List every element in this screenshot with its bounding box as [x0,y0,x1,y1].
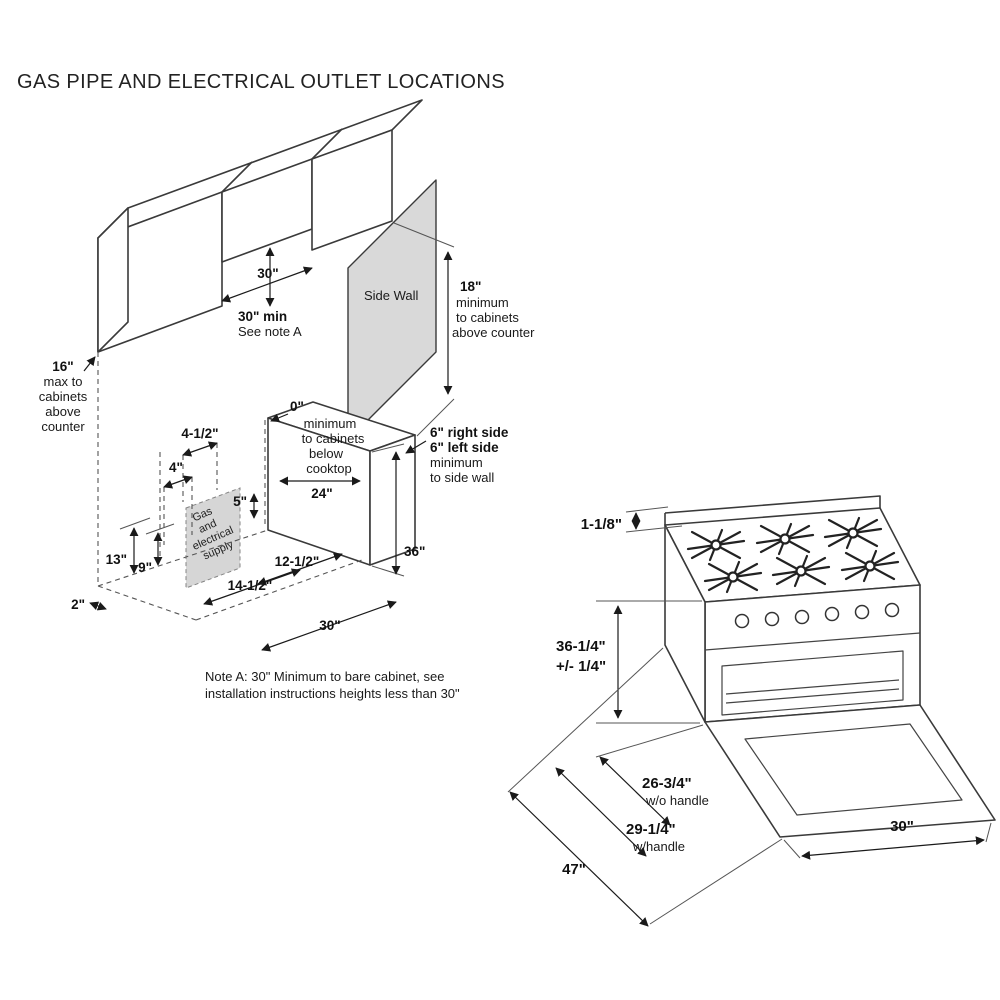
tick-9 [145,523,175,535]
side-wall-panel [347,179,437,441]
dim-line-30-door [801,836,985,860]
dim-29-14-label: 29-1/4" [626,821,676,838]
dim-0-text2: to cabinets [302,431,365,446]
control-knob [794,609,810,625]
dim-24-label: 24" [311,486,332,501]
note-a-line2: installation instructions heights less t… [205,686,460,701]
cabinet-dimensions: 30" 30" min See note A 16" max to cabine… [39,222,535,652]
ext-line-18-bottom [416,398,455,437]
control-knob [734,613,750,629]
dim-18-label: 18" [460,279,481,294]
dim-line-4-5 [182,441,218,457]
dim-26-34-note: w/o handle [645,793,709,808]
dim-line-4 [163,475,193,489]
oven-rack [725,679,900,695]
upper-cabinet-left-end [97,207,129,353]
tick-1-18-top [625,506,669,513]
dim-18-text3: above counter [452,325,535,340]
dim-47-label: 47" [562,861,586,878]
dim-18-text1: minimum [456,295,509,310]
ext-back-plane [507,647,664,793]
dim-30-top-label: 30" [257,266,278,281]
dim-26-34-label: 26-3/4" [642,775,692,792]
dim-line-2 [89,601,107,611]
ext-line-18-top [393,222,455,248]
tick-36-bottom [371,565,405,577]
tick-13 [119,517,151,530]
dim-16-text4: counter [41,419,85,434]
dim-6-text1: minimum [430,455,483,470]
dim-2-label: 2" [71,597,85,612]
dashed-floor-left-edge [97,585,197,621]
control-knob [764,611,780,627]
oven-door-open [704,704,996,838]
backguard [664,495,881,514]
dim-1-18-label: 1-1/8" [581,516,622,533]
side-wall-label: Side Wall [364,288,419,303]
range-dimensions: 1-1/8" 36-1/4" +/- 1/4" 26-3/4" w/o hand… [507,506,992,927]
dim-6-text2: to side wall [430,470,494,485]
oven-door-window [744,723,963,816]
dim-0-text4: cooktop [306,461,352,476]
control-knob [854,604,870,620]
range-body [664,495,996,838]
tick-1-18-bottom [625,525,683,533]
control-knob [884,602,900,618]
tick-30-left [783,839,801,859]
control-knobs [734,602,900,629]
dim-4-5-label: 4-1/2" [181,426,218,441]
dim-line-14-5 [203,568,301,606]
dim-12-5-label: 12-1/2" [275,554,320,569]
dim-0-text3: below [309,446,344,461]
dim-36-label: 36" [404,544,425,559]
dim-14-5-label: 14-1/2" [228,578,273,593]
dim-9-label: 9" [138,560,152,575]
dim-30-min-label: 30" min [238,309,287,324]
ext-door-edge [649,838,783,925]
page-title: GAS PIPE AND ELECTRICAL OUTLET LOCATIONS [17,71,505,93]
dim-13-label: 13" [106,552,127,567]
dim-18-text2: to cabinets [456,310,519,325]
upper-cabinets [97,99,423,353]
arrow-6-side [405,440,427,454]
dim-16-text2: cabinets [39,389,88,404]
dim-4-label: 4" [169,460,183,475]
dim-36-14-tolerance: +/- 1/4" [556,658,606,675]
dim-16-text1: max to [43,374,82,389]
control-panel-divider [704,632,921,651]
dim-30-door-label: 30" [890,818,914,835]
tick-36-top [371,443,405,453]
note-a-line1: Note A: 30" Minimum to bare cabinet, see [205,669,444,684]
dim-line-47 [509,791,649,927]
oven-opening [721,650,904,716]
dim-line-30-floor [261,600,397,652]
dim-16-label: 16" [52,359,73,374]
dim-6-right-label: 6" right side [430,425,509,440]
gas-supply-label: Gas and electrical supply [191,505,236,562]
arrow-0-min [270,413,289,423]
dim-29-14-note: w/handle [632,839,685,854]
oven-rack [725,688,900,704]
dim-36-14-label: 36-1/4" [556,638,606,655]
tick-30-right [985,822,992,843]
range-diagram: 1-1/8" 36-1/4" +/- 1/4" 26-3/4" w/o hand… [507,495,996,927]
gas-supply-zone: Gas and electrical supply [185,487,241,589]
dim-16-text3: above [45,404,80,419]
gas-supply-shaded-area [185,487,241,589]
dim-6-left-label: 6" left side [430,440,499,455]
ext-front-plane [595,724,704,758]
dim-0-label: 0" [290,399,304,414]
dim-0-text1: minimum [304,416,357,431]
control-knob [824,606,840,622]
dim-5-label: 5" [233,494,247,509]
cabinet-diagram: Side Wall Gas and electrical supply [39,99,535,701]
upper-cabinet-right-front [311,129,393,251]
see-note-a-label: See note A [238,324,302,339]
cabinet-separator-line [221,161,253,193]
dashed-floor-wall-line [97,529,269,587]
arrow-16-max [83,356,96,372]
cabinet-separator-line [311,128,343,160]
dim-30-floor-label: 30" [319,618,340,633]
